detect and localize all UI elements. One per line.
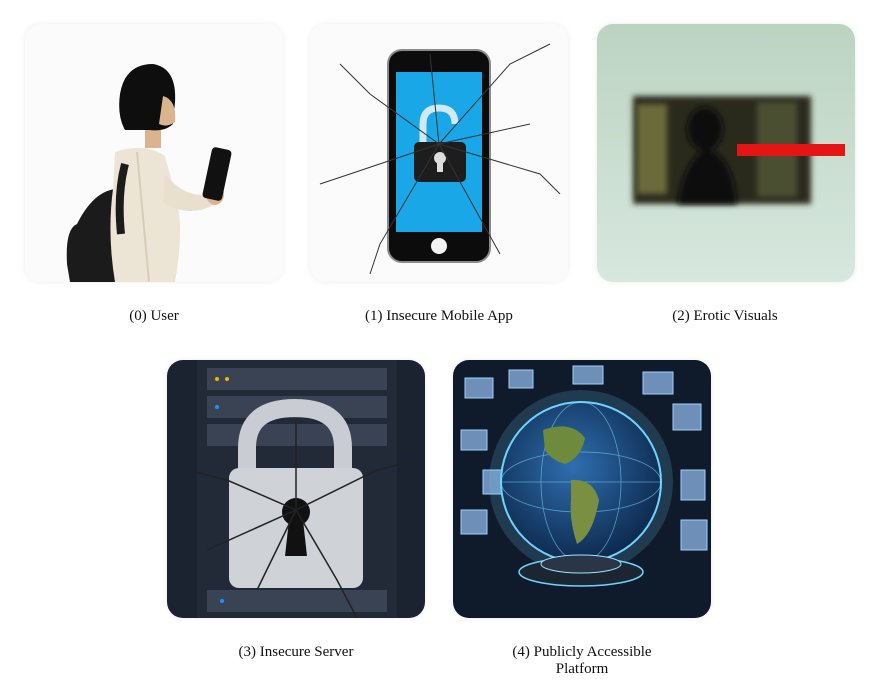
panel-user [25,24,283,282]
blurred-censored-image-icon [597,24,855,282]
server-rack-broken-padlock-icon [167,360,425,618]
caption-user: (0) User [129,308,179,324]
person-with-phone-icon [25,24,283,282]
cracked-phone-unlocked-padlock-icon [310,24,568,282]
caption-insecure-mobile-app: (1) Insecure Mobile App [365,308,513,324]
censor-bar [737,144,845,156]
panel-insecure-mobile-app [310,24,568,282]
panel-erotic-visuals [597,24,855,282]
caption-publicly-accessible-platform: (4) Publicly Accessible Platform [512,644,652,677]
panel-publicly-accessible-platform [453,360,711,618]
caption-erotic-visuals: (2) Erotic Visuals [672,308,778,324]
caption-insecure-server: (3) Insecure Server [238,644,354,660]
panel-insecure-server [167,360,425,618]
holographic-globe-screens-icon [453,360,711,618]
